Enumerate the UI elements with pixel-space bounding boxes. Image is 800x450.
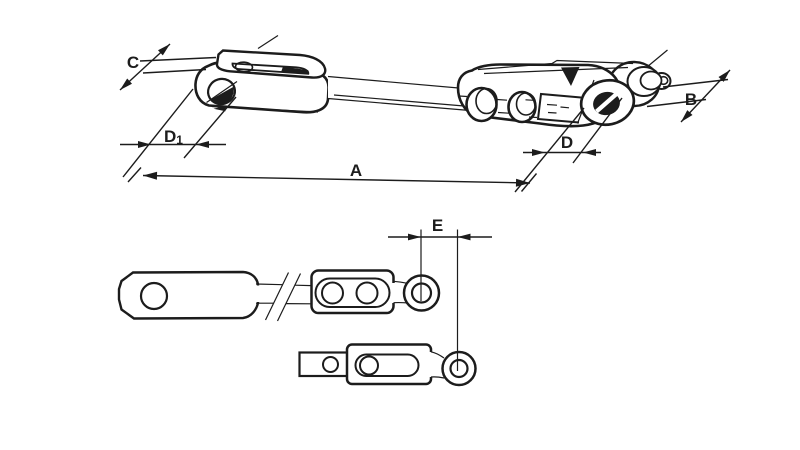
rod-top-edge xyxy=(327,75,471,90)
fork-hole-shadow xyxy=(210,86,234,105)
slot-hole xyxy=(359,355,379,376)
break-slash-2 xyxy=(276,273,302,322)
neck-cover xyxy=(256,285,313,302)
dimension-a: A xyxy=(127,161,538,192)
body-top-plate xyxy=(477,59,634,71)
waist-cover-2 xyxy=(425,352,443,377)
rod-shading-line xyxy=(333,94,465,107)
flat-bar xyxy=(117,270,260,320)
dim-label-d1: D1 xyxy=(164,127,183,147)
slot-bracket xyxy=(536,92,582,124)
waist-cover xyxy=(390,283,406,303)
dimension-d: D xyxy=(514,97,623,193)
dimension-e: E xyxy=(388,216,492,371)
rod-fill xyxy=(328,76,470,111)
arrowhead xyxy=(120,78,132,90)
eye-inner-2 xyxy=(449,358,469,379)
dim-label-d: D xyxy=(561,133,573,152)
dim-label-b: B xyxy=(685,90,697,109)
waist-top-2 xyxy=(430,351,445,359)
pin-1-face xyxy=(475,87,498,115)
collar-small xyxy=(639,70,663,91)
lower-plan-view xyxy=(117,269,441,322)
pin-1 xyxy=(465,86,498,123)
tab-hole xyxy=(322,356,339,373)
arrowhead xyxy=(532,149,545,156)
arrowhead xyxy=(457,233,471,241)
arrowhead xyxy=(718,70,730,82)
upper-isometric-view xyxy=(194,34,672,128)
body-hatch-marks xyxy=(458,95,570,119)
dim-label-c: C xyxy=(127,53,139,72)
dim-label-a: A xyxy=(350,161,362,180)
alternate-end-view xyxy=(298,343,477,387)
dimension-d1: D1 xyxy=(120,88,237,178)
fork-bottom-edge xyxy=(211,105,319,113)
fork-slot-shadow xyxy=(281,66,309,75)
arrowhead xyxy=(138,141,151,148)
fork-slot-pin xyxy=(234,61,254,73)
dim-label-e: E xyxy=(432,216,443,235)
arrowhead xyxy=(681,110,693,122)
adjuster-body xyxy=(456,59,672,128)
pin-2-face xyxy=(515,92,537,116)
arrowhead xyxy=(408,233,421,241)
fork-hole-slash xyxy=(206,81,238,103)
dimension-c: C xyxy=(119,43,217,91)
leader-line-right xyxy=(646,49,668,68)
flat-bar-hole xyxy=(139,281,169,311)
clevis-pin-hole-2 xyxy=(355,281,379,305)
body-notch-shadow xyxy=(561,67,580,86)
waist-bottom-2 xyxy=(430,376,445,379)
arrowhead xyxy=(158,44,170,56)
neck-lines xyxy=(255,283,312,305)
leader-line-left xyxy=(257,34,279,50)
body-top-plate-lower xyxy=(483,66,629,75)
clevis-pin-hole-1 xyxy=(321,281,344,305)
rod-shaft xyxy=(327,75,471,112)
break-slash-1 xyxy=(264,272,290,321)
arrowhead xyxy=(583,149,596,156)
arrowhead xyxy=(143,171,158,180)
fork-end xyxy=(194,49,330,114)
eye-hole-highlight xyxy=(595,91,619,114)
dimension-b: B xyxy=(646,69,731,123)
rod-bottom-edge xyxy=(327,97,471,112)
fork-edge-arrow xyxy=(213,105,226,112)
arrowhead xyxy=(196,141,209,148)
